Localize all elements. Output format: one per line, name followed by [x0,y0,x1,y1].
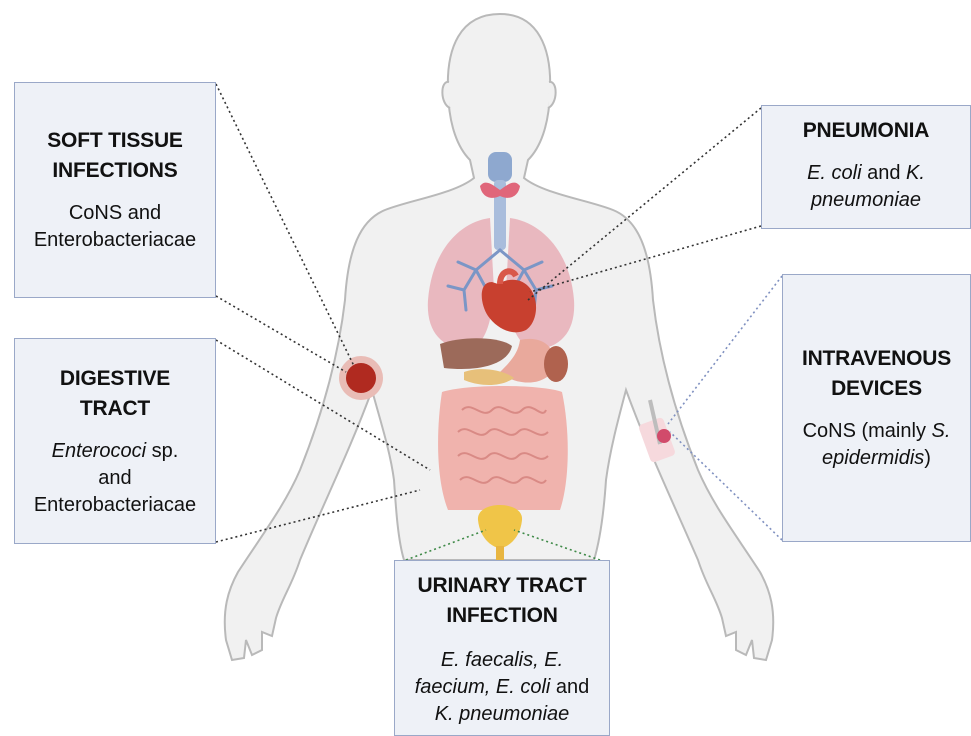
digestive-title-line2: TRACT [60,394,170,424]
iv-hub [657,429,671,443]
digestive-tract-box: DIGESTIVE TRACT Enterococi sp. and Enter… [14,338,216,544]
kidney [544,346,568,382]
urinary-body-line3: K. pneumoniae [415,701,590,728]
urinary-title-line2: INFECTION [418,601,587,631]
intravenous-title-line2: DEVICES [802,374,951,404]
urinary-body-line2-rest: and [550,676,589,698]
pneumonia-body-line2: pneumoniae [807,187,925,214]
digestive-body-line1-rest: sp. [146,440,178,462]
intravenous-devices-box: INTRAVENOUS DEVICES CoNS (mainly S. epid… [782,274,971,542]
soft-tissue-body-line2: Enterobacteriacae [34,227,196,254]
urinary-title: URINARY TRACT INFECTION [418,571,587,631]
digestive-body-line1-italic: Enterococi [52,440,147,462]
urinary-title-line1: URINARY TRACT [418,571,587,601]
urinary-body-line2: faecium, E. coli and [415,674,590,701]
pneumonia-body-line1-italic: E. coli [807,162,861,184]
soft-tissue-title-line2: INFECTIONS [47,156,182,186]
large-intestine [438,386,568,510]
pneumonia-body-line1-rest: and [862,162,906,184]
connector-soft-top [216,84,354,366]
pneumonia-body-line1-italic2: K. [906,162,925,184]
digestive-title-line1: DIGESTIVE [60,364,170,394]
digestive-body-line2: and [34,465,196,492]
soft-tissue-title: SOFT TISSUE INFECTIONS [47,126,182,186]
urinary-body: E. faecalis, E. faecium, E. coli and K. … [415,647,590,728]
intravenous-body-line2: epidermidis) [803,445,951,472]
pneumonia-body-line1: E. coli and K. [807,160,925,187]
connector-soft-bottom [216,296,346,372]
intravenous-body-line2-rest: ) [924,447,931,469]
soft-tissue-infections-box: SOFT TISSUE INFECTIONS CoNS and Enteroba… [14,82,216,298]
left-ear [442,82,450,108]
soft-tissue-title-line1: SOFT TISSUE [47,126,182,156]
urinary-body-line3-italic: K. pneumoniae [435,703,570,725]
digestive-body-line3: Enterobacteriacae [34,492,196,519]
intestines [438,386,568,510]
intravenous-body-line1-italic: S. [932,420,951,442]
intravenous-body-line2-italic: epidermidis [822,447,924,469]
urinary-body-line1-italic: E. faecalis, E. [441,649,563,671]
pneumonia-body-line2-italic: pneumoniae [811,189,921,211]
digestive-title: DIGESTIVE TRACT [60,364,170,424]
wound-lesion [346,363,376,393]
soft-tissue-body: CoNS and Enterobacteriacae [34,200,196,254]
urinary-body-line1: E. faecalis, E. [415,647,590,674]
urinary-body-line2-italic: faecium, E. coli [415,676,551,698]
pneumonia-body: E. coli and K. pneumoniae [807,160,925,214]
urinary-tract-infection-box: URINARY TRACT INFECTION E. faecalis, E. … [394,560,610,736]
right-ear [548,82,556,108]
digestive-body: Enterococi sp. and Enterobacteriacae [34,438,196,519]
pneumonia-box: PNEUMONIA E. coli and K. pneumoniae [761,105,971,229]
pneumonia-title: PNEUMONIA [803,116,930,146]
connector-iv-top [668,276,782,424]
soft-tissue-body-line1: CoNS and [34,200,196,227]
wound [339,356,383,400]
larynx [488,152,512,182]
intravenous-title-line1: INTRAVENOUS [802,344,951,374]
intravenous-body-line1: CoNS (mainly S. [803,418,951,445]
intravenous-title: INTRAVENOUS DEVICES [802,344,951,404]
digestive-body-line1: Enterococi sp. [34,438,196,465]
intravenous-body-line1-rest: CoNS (mainly [803,420,932,442]
intravenous-body: CoNS (mainly S. epidermidis) [803,418,951,472]
